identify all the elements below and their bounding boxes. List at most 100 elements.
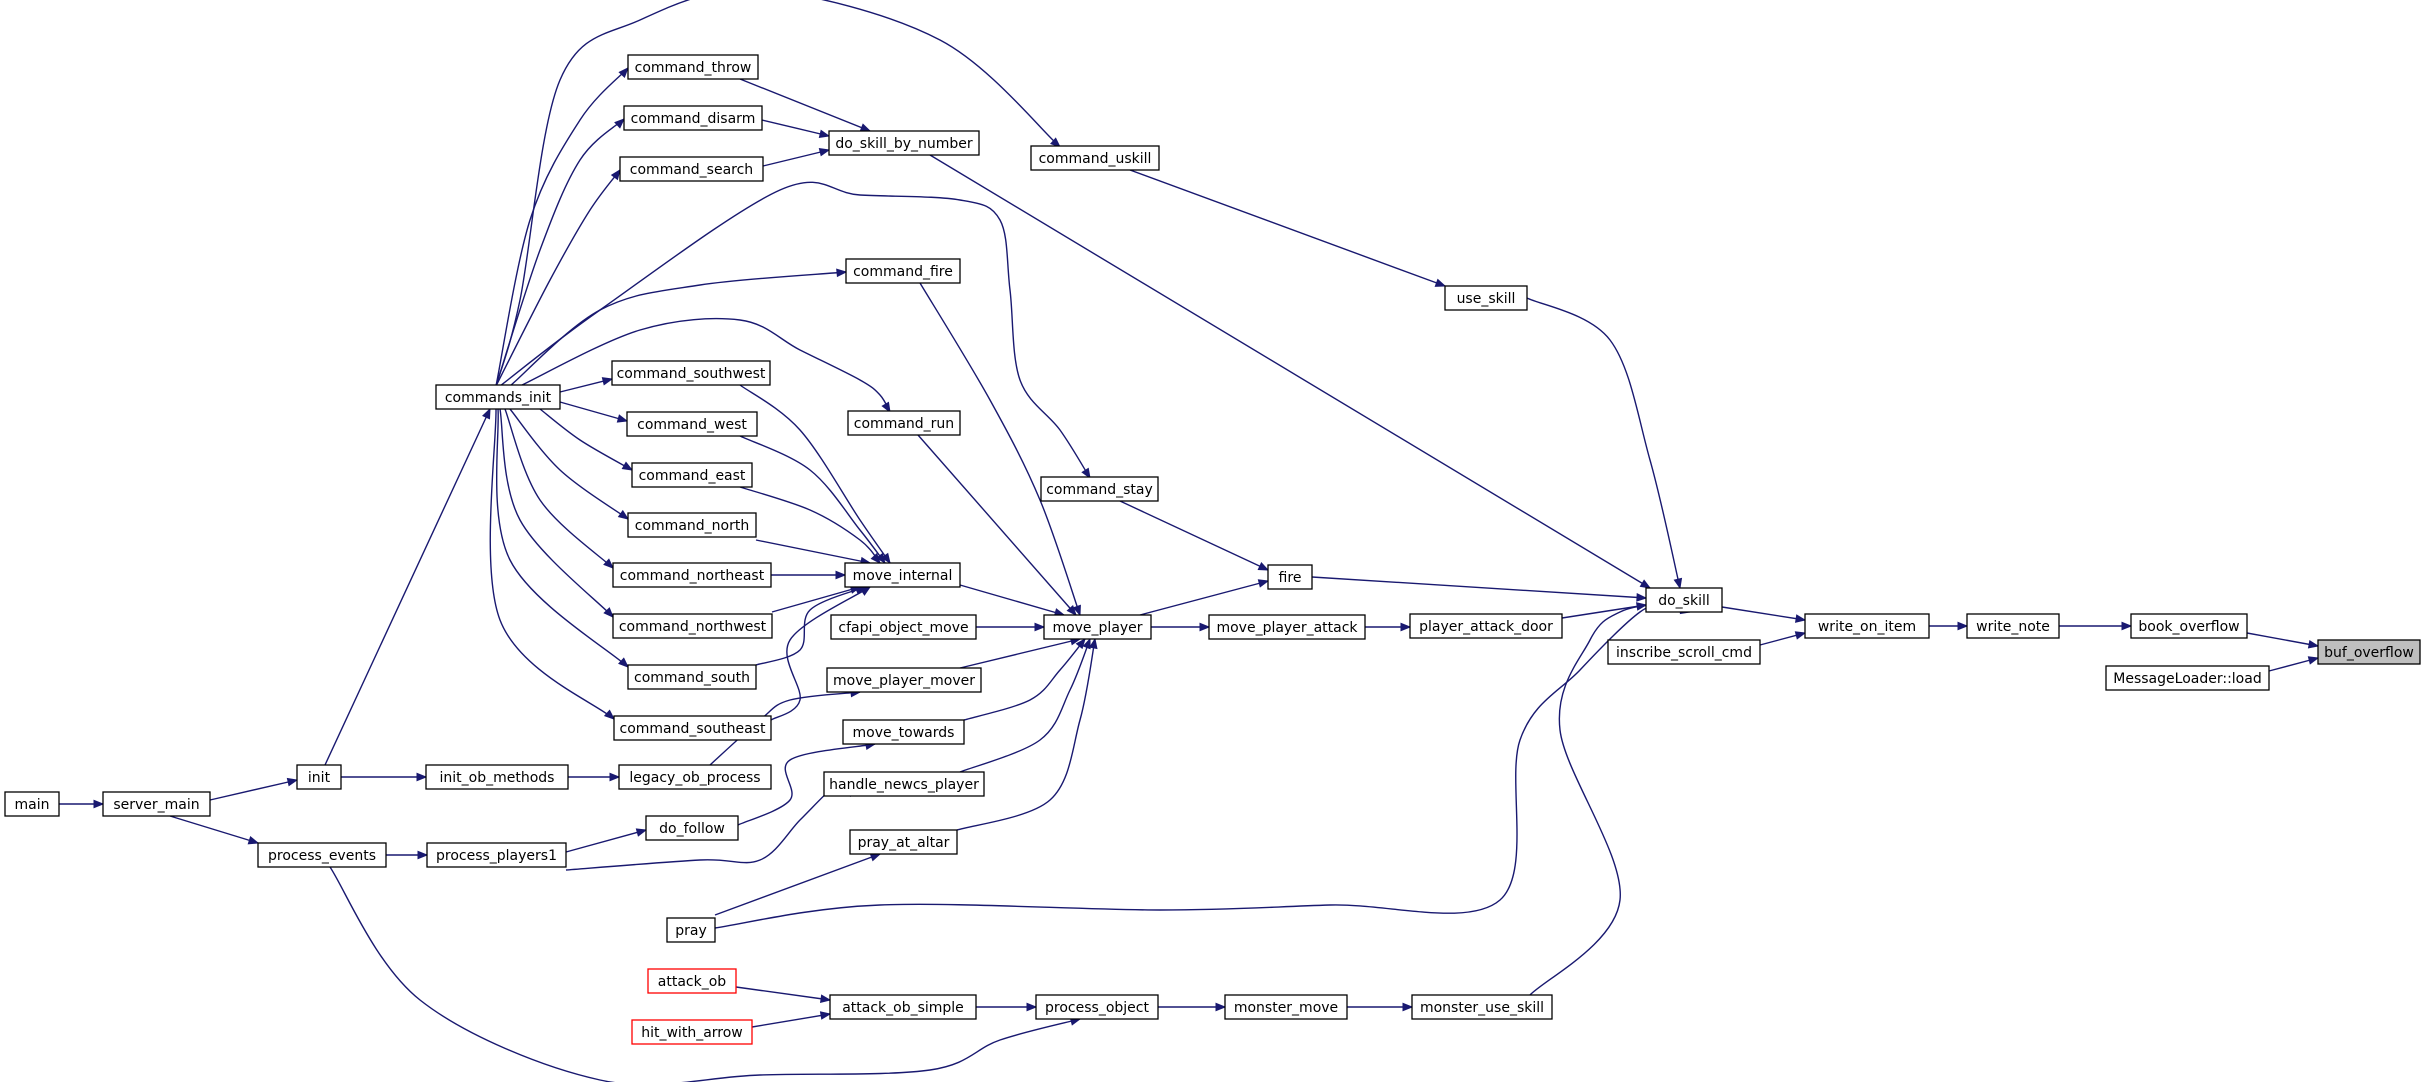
node-process-events[interactable]: process_events xyxy=(257,842,387,868)
node-move-internal[interactable]: move_internal xyxy=(844,562,961,588)
node-do-skill[interactable]: do_skill xyxy=(1645,587,1723,613)
node-init-ob-methods[interactable]: init_ob_methods xyxy=(425,764,569,790)
node-command-stay[interactable]: command_stay xyxy=(1040,476,1159,502)
node-cfapi-object-move[interactable]: cfapi_object_move xyxy=(830,614,977,640)
edge-command_northeast-to-move_internal xyxy=(771,570,847,580)
arrowhead xyxy=(859,123,872,132)
node-hit-with-arrow[interactable]: hit_with_arrow xyxy=(631,1019,753,1045)
node-command-northeast[interactable]: command_northeast xyxy=(612,562,772,588)
node-label: commands_init xyxy=(445,390,552,406)
node-box xyxy=(1444,285,1528,311)
node-command-south[interactable]: command_south xyxy=(627,664,757,690)
node-box xyxy=(666,917,716,943)
edge-line xyxy=(559,401,628,422)
node-label: command_northeast xyxy=(620,568,765,584)
arrowhead xyxy=(1257,579,1270,588)
node-move-towards[interactable]: move_towards xyxy=(842,719,965,745)
edge-commands_init-to-command_fire xyxy=(509,268,848,387)
node-fire[interactable]: fire xyxy=(1267,564,1313,590)
arrowhead xyxy=(836,268,848,278)
edge-commands_init-to-command_east xyxy=(539,408,634,471)
node-process-object[interactable]: process_object xyxy=(1035,994,1159,1020)
node-do-follow[interactable]: do_follow xyxy=(645,815,739,841)
node-box xyxy=(1043,614,1152,640)
node-book-overflow[interactable]: book_overflow xyxy=(2130,613,2248,639)
node-process-players1[interactable]: process_players1 xyxy=(426,842,567,868)
edge-commands_init-to-command_run xyxy=(519,317,891,414)
node-write-on-item[interactable]: write_on_item xyxy=(1804,613,1930,639)
node-box xyxy=(1208,614,1366,640)
node-pray[interactable]: pray xyxy=(666,917,716,943)
node-box xyxy=(645,815,739,841)
node-monster-move[interactable]: monster_move xyxy=(1224,994,1348,1020)
arrowhead xyxy=(1257,562,1270,571)
edge-fire-to-do_skill xyxy=(1311,576,1648,602)
node-messageloader-load[interactable]: MessageLoader::load xyxy=(2105,665,2270,691)
node-label: command_run xyxy=(854,416,954,432)
node-main[interactable]: main xyxy=(4,791,60,817)
node-handle-newcs-player[interactable]: handle_newcs_player xyxy=(823,771,985,797)
node-command-uskill[interactable]: command_uskill xyxy=(1030,145,1160,171)
node-command-north[interactable]: command_north xyxy=(627,512,757,538)
node-label: hit_with_arrow xyxy=(641,1025,743,1041)
edge-command_southeast-to-move_internal xyxy=(770,586,872,721)
edges-layer xyxy=(59,0,2320,1082)
node-move-player-attack[interactable]: move_player_attack xyxy=(1208,614,1366,640)
node-label: command_north xyxy=(635,518,749,534)
node-init[interactable]: init xyxy=(296,764,342,790)
edge-commands_init-to-command_throw xyxy=(495,67,629,387)
edge-commands_init-to-command_south xyxy=(495,408,629,668)
arrowhead xyxy=(1794,631,1807,640)
node-use-skill[interactable]: use_skill xyxy=(1444,285,1528,311)
node-move-player[interactable]: move_player xyxy=(1043,614,1152,640)
node-attack-ob[interactable]: attack_ob xyxy=(647,968,737,994)
arrowhead xyxy=(818,147,831,157)
node-box xyxy=(844,562,961,588)
edge-line xyxy=(1526,297,1681,589)
edge-line xyxy=(963,638,1086,721)
edge-command_stay-to-fire xyxy=(1119,500,1270,571)
node-server-main[interactable]: server_main xyxy=(102,791,211,817)
edge-line xyxy=(495,118,625,387)
node-box xyxy=(627,512,757,538)
node-do-skill-by-number[interactable]: do_skill_by_number xyxy=(828,130,980,156)
edge-line xyxy=(495,408,629,668)
node-monster-use-skill[interactable]: monster_use_skill xyxy=(1411,994,1553,1020)
node-buf-overflow[interactable]: buf_overflow xyxy=(2317,639,2421,665)
node-command-throw[interactable]: command_throw xyxy=(627,54,759,80)
arrowhead xyxy=(614,118,625,129)
edge-main-to-server_main xyxy=(59,799,105,809)
node-label: buf_overflow xyxy=(2324,645,2414,661)
node-command-fire[interactable]: command_fire xyxy=(845,258,961,284)
edge-monster_move-to-monster_use_skill xyxy=(1347,1002,1414,1012)
node-command-east[interactable]: command_east xyxy=(631,462,753,488)
node-box xyxy=(647,968,737,994)
node-move-player-mover[interactable]: move_player_mover xyxy=(826,667,982,693)
node-command-west[interactable]: command_west xyxy=(626,411,758,437)
node-legacy-ob-process[interactable]: legacy_ob_process xyxy=(618,764,772,790)
arrowhead xyxy=(601,377,614,386)
node-command-run[interactable]: command_run xyxy=(847,410,961,436)
edge-line xyxy=(755,586,866,666)
edge-commands_init-to-command_northeast xyxy=(504,408,614,569)
edge-attack_ob-to-attack_ob_simple xyxy=(735,986,832,1003)
node-attack-ob-simple[interactable]: attack_ob_simple xyxy=(829,994,977,1020)
edge-line xyxy=(929,154,1651,589)
node-box xyxy=(626,411,758,437)
node-commands-init[interactable]: commands_init xyxy=(435,384,561,410)
node-command-southeast[interactable]: command_southeast xyxy=(613,715,772,741)
node-command-southwest[interactable]: command_southwest xyxy=(611,360,771,386)
node-pray-at-altar[interactable]: pray_at_altar xyxy=(849,829,958,855)
node-box xyxy=(1966,613,2060,639)
node-label: command_east xyxy=(639,468,746,484)
node-player-attack-door[interactable]: player_attack_door xyxy=(1409,613,1563,639)
node-command-northwest[interactable]: command_northwest xyxy=(612,613,773,639)
node-command-disarm[interactable]: command_disarm xyxy=(623,105,763,131)
node-label: command_stay xyxy=(1046,482,1153,498)
arrowhead xyxy=(818,129,831,139)
node-inscribe-scroll-cmd[interactable]: inscribe_scroll_cmd xyxy=(1607,639,1761,665)
arrowhead xyxy=(1081,467,1091,480)
node-command-search[interactable]: command_search xyxy=(619,156,764,182)
edge-line xyxy=(1129,169,1446,287)
node-write-note[interactable]: write_note xyxy=(1966,613,2060,639)
